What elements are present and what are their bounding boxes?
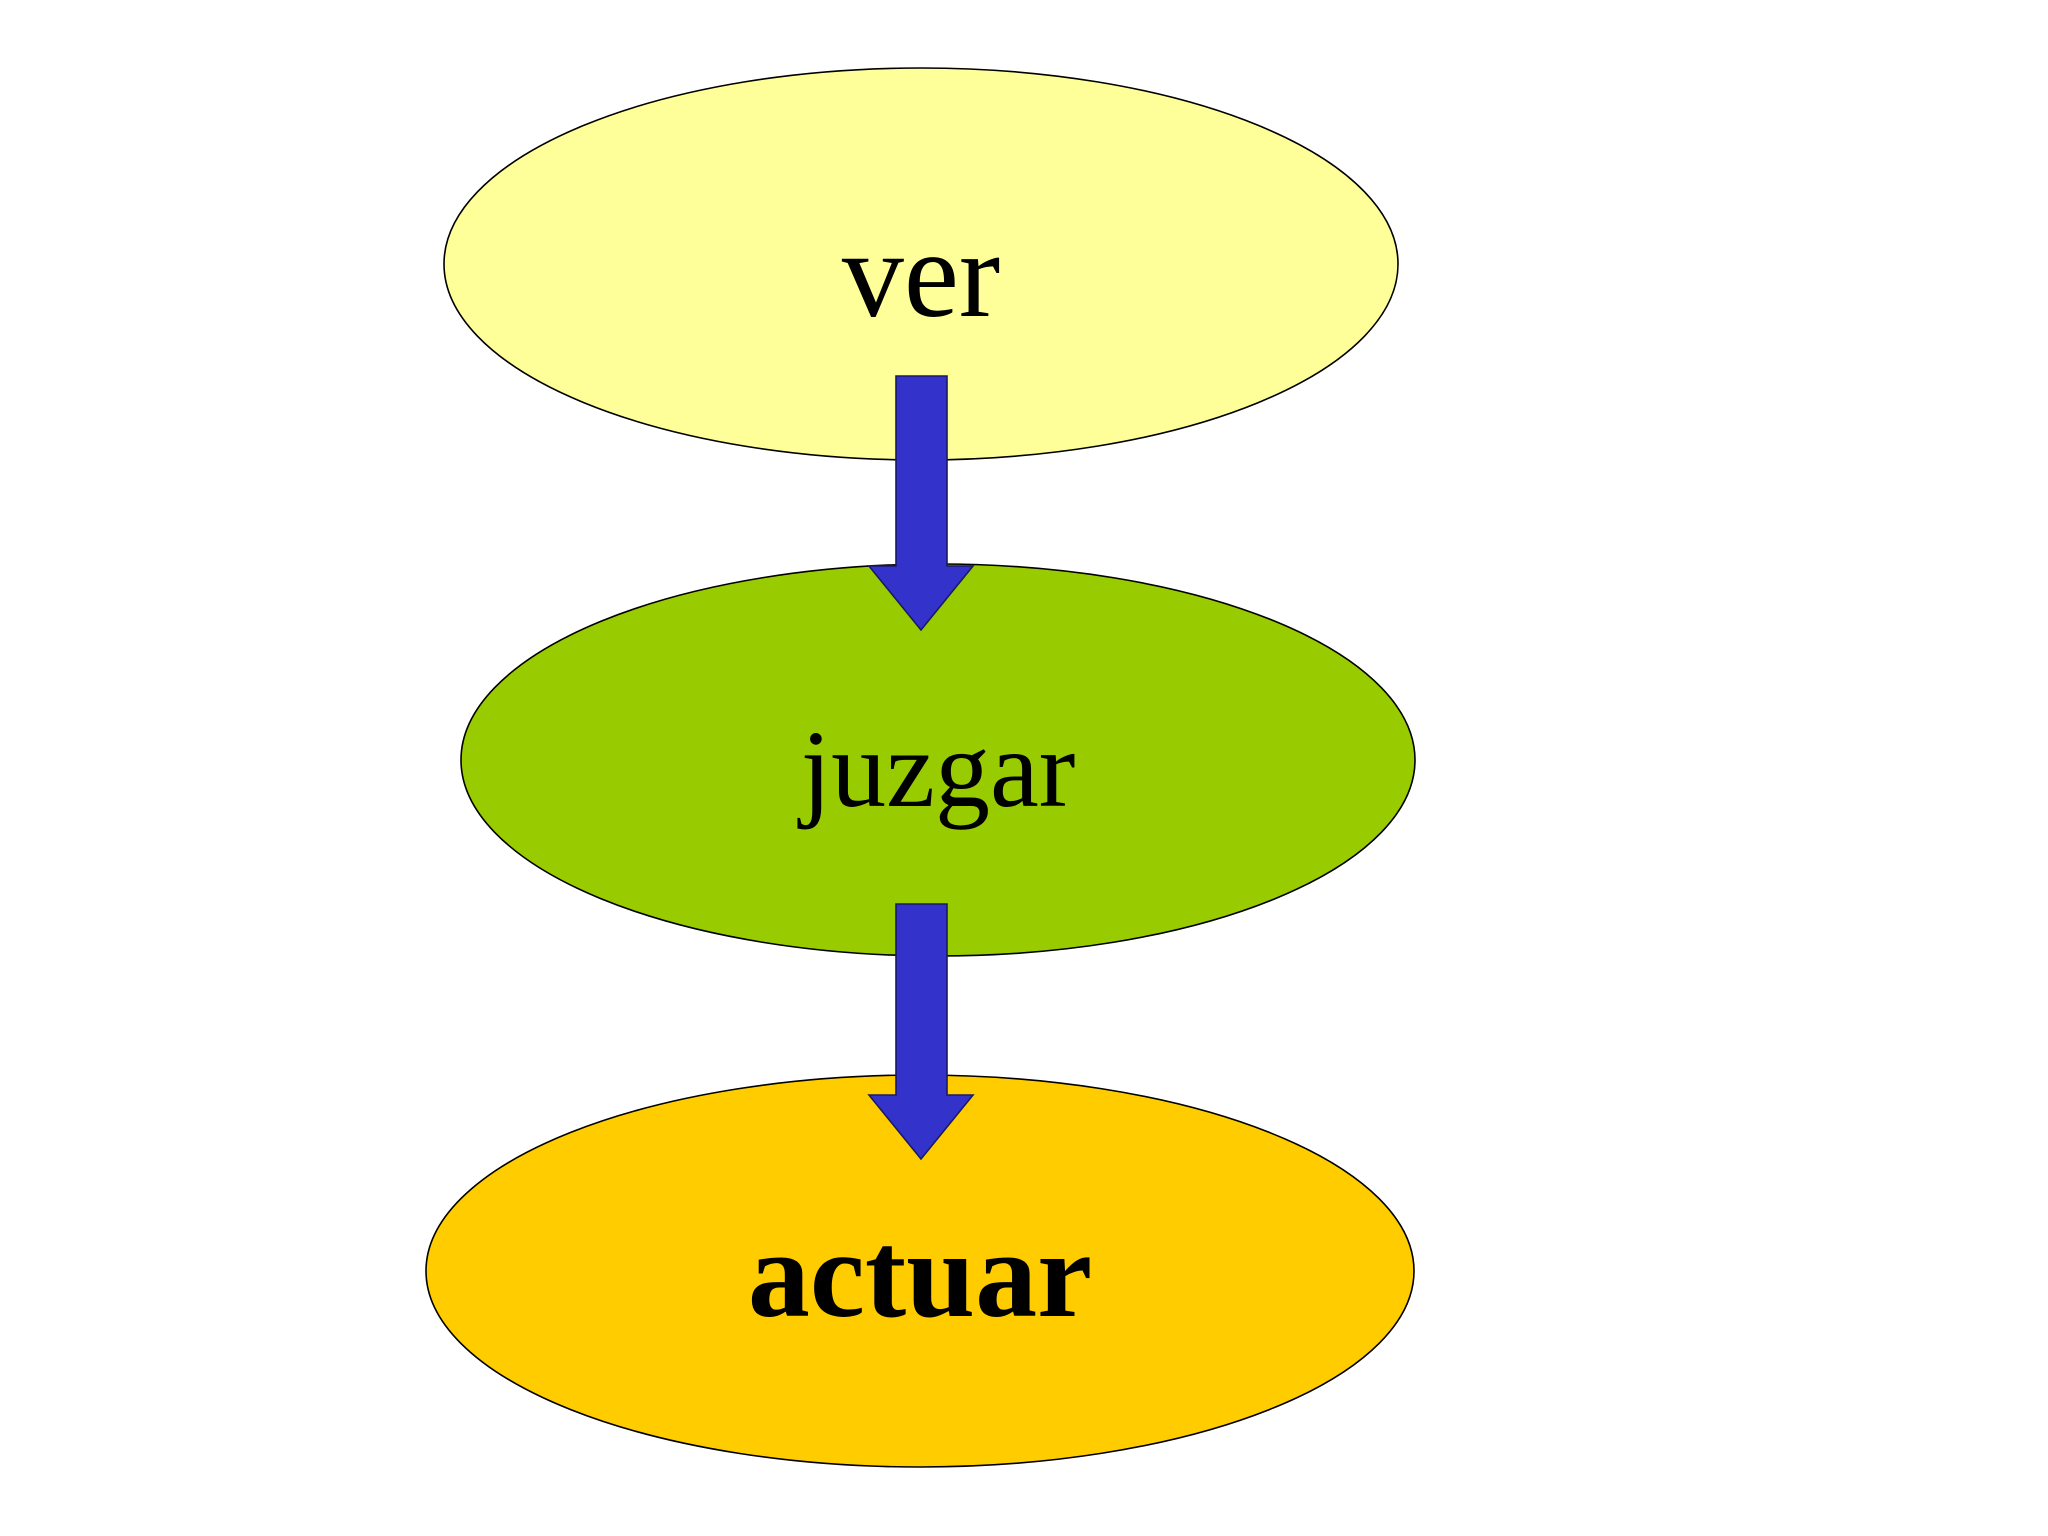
arrow-juzgar-to-actuar: [867, 903, 975, 1161]
node-juzgar: juzgar: [460, 563, 1416, 957]
arrow-ver-to-juzgar: [867, 375, 975, 632]
node-juzgar-label: juzgar: [797, 708, 1076, 830]
node-actuar-label: actuar: [748, 1206, 1092, 1343]
node-ver-label: ver: [842, 206, 1000, 343]
node-actuar: actuar: [425, 1074, 1415, 1468]
node-ver: ver: [443, 67, 1399, 461]
